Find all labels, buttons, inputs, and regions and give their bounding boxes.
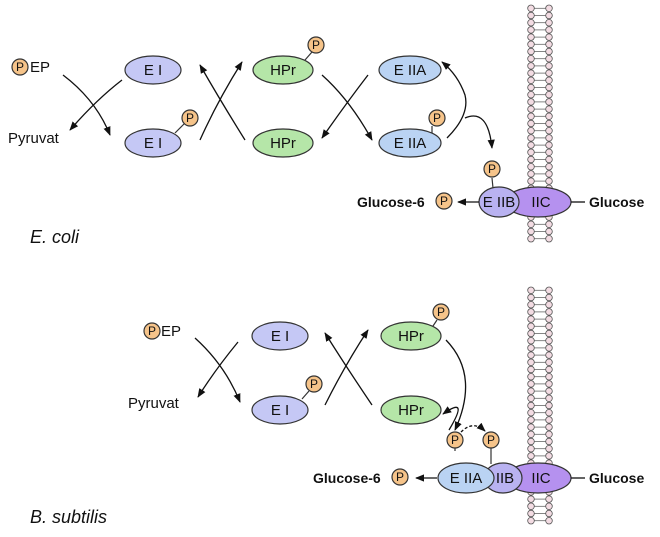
ecoli-panel: P EP Pyruvat E I E I P HPr P HPr E IIA E… [8,36,644,247]
arrow-ei-to-pyruvat-bsub [197,341,239,398]
arrow-pep-to-ei-ecoli [62,74,111,136]
organism-label-bsubtilis: B. subtilis [30,507,107,527]
hpr-top-ecoli [252,55,314,85]
eiia-top-ecoli [378,55,442,85]
ei-top-bsub-label: E I [271,328,289,345]
glucose-label-bsub: Glucose [589,470,644,486]
ei-bottom-ecoli [124,128,182,158]
phosphate-ei-ecoli [181,109,199,127]
eiib-ecoli-label: E IIB [483,194,516,211]
hpr-phospho-link-ecoli [304,51,313,61]
phosphate-pep-bsub-label: P [148,324,156,338]
pyruvat-label-ecoli: Pyruvat [8,130,60,147]
phosphate-hpr-bsub-label: P [437,305,445,319]
arrow-hpr-to-ei-bsub [324,332,373,406]
eiia-top-ecoli-label: E IIA [394,62,427,79]
phosphate-eiia-bsub [446,431,464,449]
phosphate-pep-bsub [143,322,161,340]
eiia-bottom-ecoli-label: E IIA [394,135,427,152]
eiia-bsub [437,462,495,494]
hpr-top-bsub [380,321,442,351]
eiib-phospho-link-ecoli [491,177,494,189]
iib-bsub-label: IIB [496,470,514,487]
hpr-top-bsub-label: HPr [398,328,424,345]
glucose-label-ecoli: Glucose [589,194,644,210]
phosphate-eiia-bsub-label: P [451,433,459,447]
pep-label-ecoli: EP [30,59,50,76]
phosphate-glucose6-bsub-label: P [396,470,404,484]
ei-top-ecoli-label: E I [144,62,162,79]
glucose6-label-ecoli: Glucose-6 [357,194,425,210]
phosphate-glucose6-bsub [391,468,409,486]
phosphate-ei-bsub [305,375,323,393]
cell-membrane-top [527,4,553,243]
arrow-eiia-recycle-ecoli [441,61,467,139]
glucose6-label-bsub: Glucose-6 [313,470,381,486]
arrow-hpr-to-ei-ecoli [199,64,246,141]
organism-label-ecoli: E. coli [30,227,80,247]
phosphate-eiib-ecoli [483,160,501,178]
ei-bottom-bsub [251,395,309,425]
iic-bsub-label: IIC [531,470,550,487]
arrow-ei-to-pyruvat-ecoli [69,79,123,131]
ei-phospho-link-ecoli [174,123,185,134]
arrow-hpr-to-eiia-bsub [445,339,467,431]
ei-top-ecoli [124,55,182,85]
phosphate-eiia-ecoli-label: P [433,111,441,125]
phosphate-iib-bsub-label: P [487,433,495,447]
hpr-bottom-bsub-label: HPr [398,402,424,419]
hpr-top-ecoli-label: HPr [270,62,296,79]
pyruvat-label-bsub: Pyruvat [128,395,180,412]
phosphate-pep-ecoli [11,58,29,76]
ei-bottom-ecoli-label: E I [144,135,162,152]
hpr-phospho-link-bsub [432,319,438,327]
hpr-bottom-ecoli-label: HPr [270,135,296,152]
bsubtilis-panel: P EP Pyruvat E I E I P HPr P HPr P P [30,303,644,527]
pep-label-bsub: EP [161,323,181,340]
phosphate-hpr-bsub [432,303,450,321]
phosphate-eiia-ecoli [428,109,446,127]
eiia-bsub-label: E IIA [450,470,483,487]
arrow-eiia-to-hpr-ecoli [321,74,369,139]
arrow-eiia-to-eiib-ecoli [464,115,495,149]
hpr-bottom-bsub [380,395,442,425]
iic-ecoli-label: IIC [531,194,550,211]
phosphate-glucose6-ecoli [435,192,453,210]
ei-top-bsub [251,321,309,351]
ei-phospho-link-bsub [301,390,310,400]
ei-bottom-bsub-label: E I [271,402,289,419]
hpr-bottom-ecoli [252,128,314,158]
arrow-eiia-to-hpr-bsub [442,406,459,431]
phosphate-pep-ecoli-label: P [16,60,24,74]
arrow-hpr-to-eiia-ecoli [321,74,373,141]
phosphate-glucose6-ecoli-label: P [440,194,448,208]
phosphate-ei-ecoli-label: P [186,111,194,125]
phosphate-hpr-ecoli [307,36,325,54]
dashed-transfer-arrow-bsub [460,422,486,433]
arrow-ei-to-hpr-ecoli [199,61,243,141]
phosphate-iib-bsub [482,431,500,449]
phosphate-ei-bsub-label: P [310,377,318,391]
arrow-pep-to-ei-bsub [194,337,241,403]
phosphate-eiib-ecoli-label: P [488,162,496,176]
eiia-bottom-ecoli [378,128,442,158]
phosphate-hpr-ecoli-label: P [312,38,320,52]
